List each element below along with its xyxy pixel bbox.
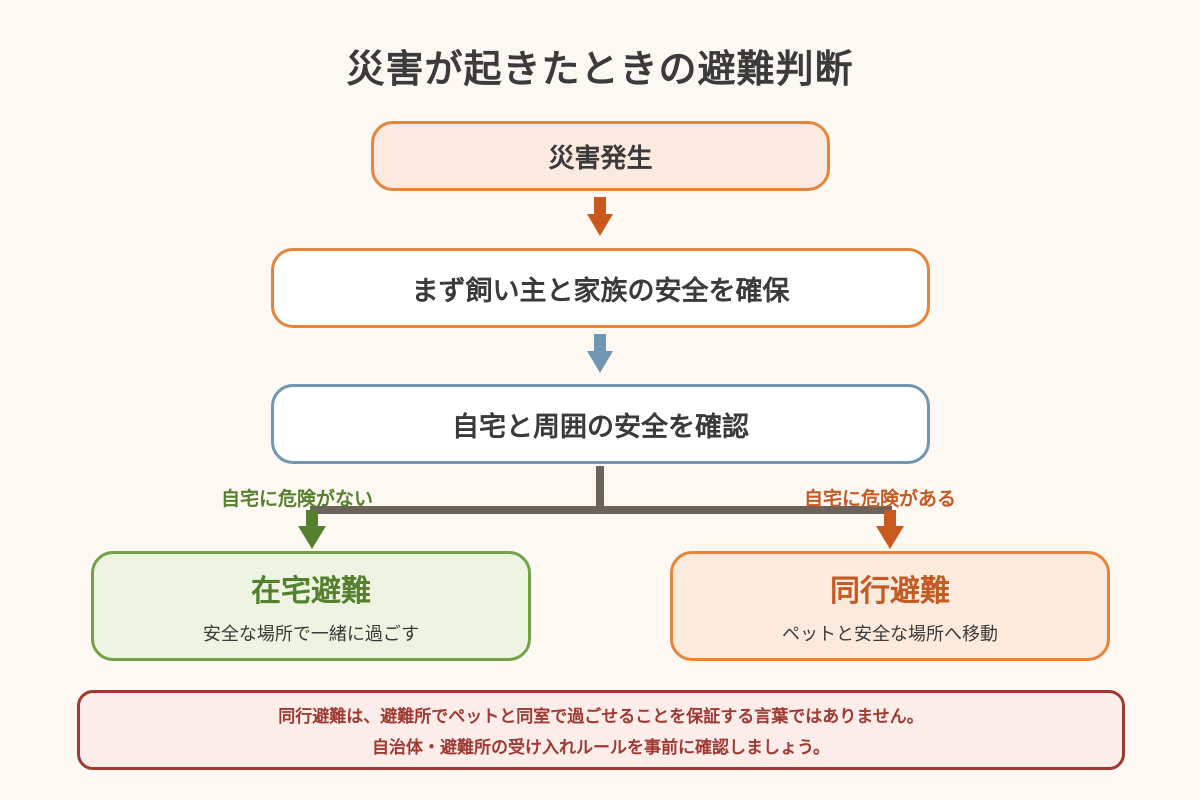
arrow-to-evac [876,510,904,549]
node-ensure-safety: まず飼い主と家族の安全を確保 [271,248,930,328]
branch-label-no-danger: 自宅に危険がない [221,488,374,510]
option-shelter-at-home-desc: 安全な場所で一緒に過ごす [202,624,420,645]
page-title: 災害が起きたときの避難判断 [346,47,854,91]
branch-label-danger: 自宅に危険がある [804,488,957,510]
option-evacuate-with-pet: 同行避難 ペットと安全な場所へ移動 [670,551,1110,661]
node-disaster-occurs-label: 災害発生 [548,143,653,174]
branch-connector [310,466,892,514]
option-evacuate-with-pet-title: 同行避難 [830,574,950,609]
arrow-start-to-safety [587,197,613,236]
note-line-2: 自治体・避難所の受け入れルールを事前に確認しましょう。 [372,738,830,758]
arrow-safety-to-check [587,334,613,373]
note-box: 同行避難は、避難所でペットと同室で過ごせることを保証する言葉ではありません。 自… [77,690,1125,770]
node-disaster-occurs: 災害発生 [371,121,830,191]
option-evacuate-with-pet-desc: ペットと安全な場所へ移動 [782,624,998,645]
note-line-1: 同行避難は、避難所でペットと同室で過ごせることを保証する言葉ではありません。 [278,707,924,727]
arrow-to-home [298,510,326,549]
node-check-home-label: 自宅と周囲の安全を確認 [452,411,749,443]
option-shelter-at-home-title: 在宅避難 [251,574,371,609]
node-ensure-safety-label: まず飼い主と家族の安全を確保 [411,275,790,307]
node-check-home: 自宅と周囲の安全を確認 [271,384,930,464]
option-shelter-at-home: 在宅避難 安全な場所で一緒に過ごす [91,551,531,661]
